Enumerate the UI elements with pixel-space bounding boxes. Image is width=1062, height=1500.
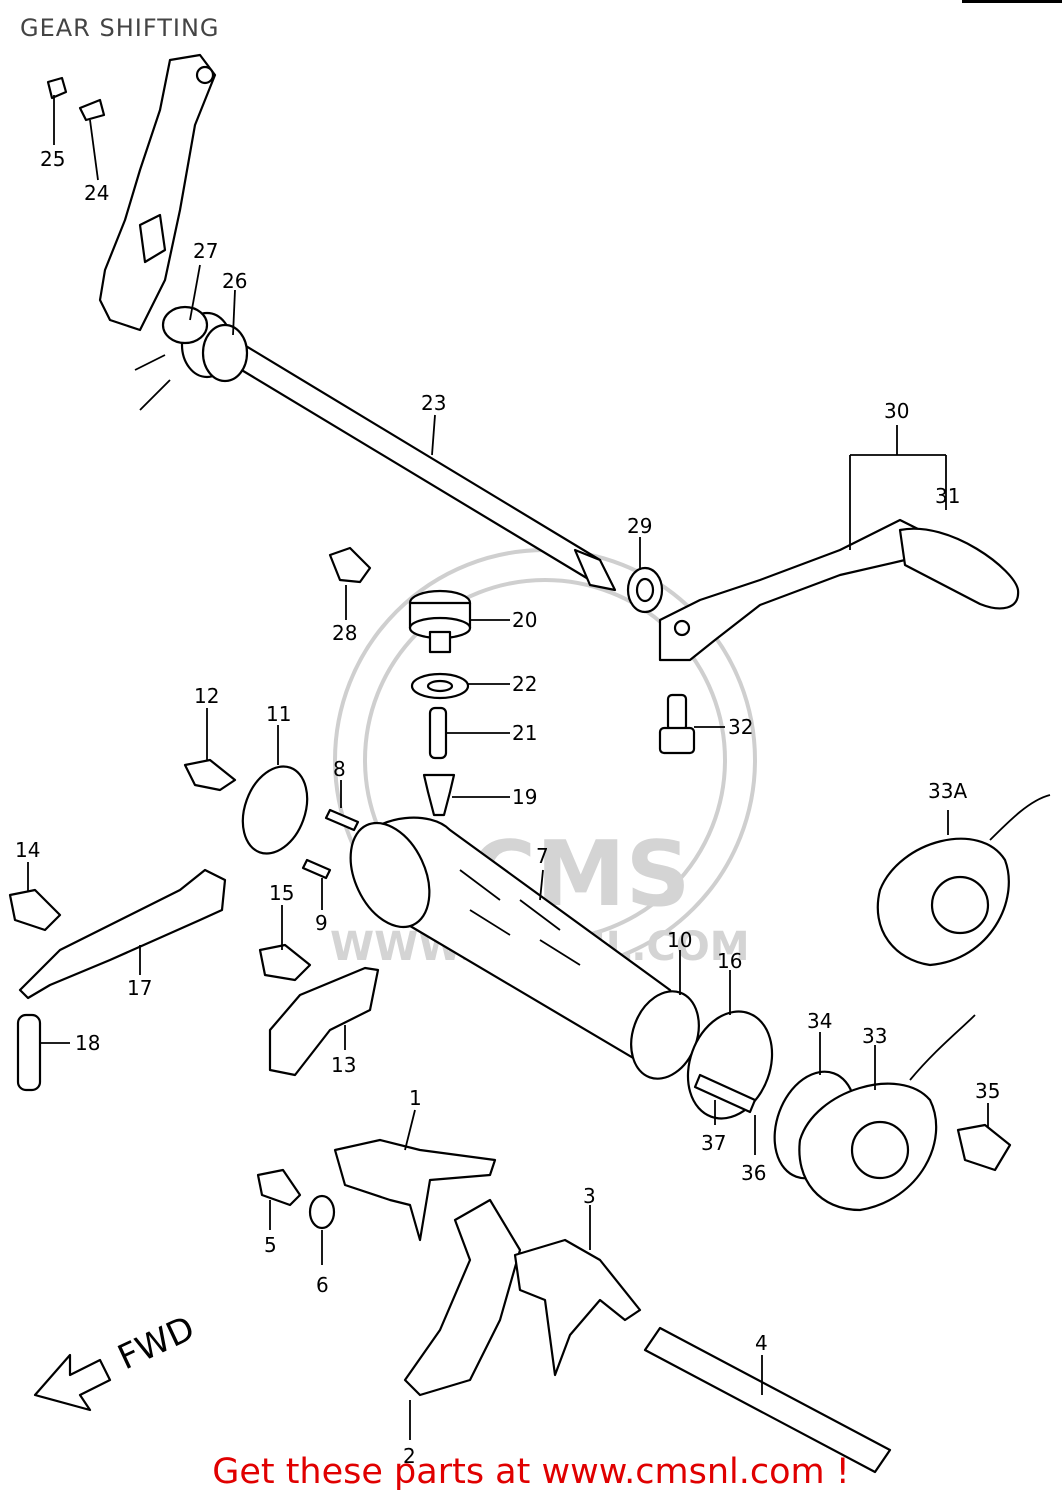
pin-19	[422, 773, 456, 817]
fwd-arrow: FWD	[33, 1308, 201, 1412]
bolt-5	[256, 1168, 302, 1207]
callout-34: 34	[807, 1009, 832, 1033]
callout-32: 32	[728, 715, 753, 739]
plug-20	[408, 589, 472, 654]
pin-9	[301, 858, 332, 880]
callout-4: 4	[755, 1331, 768, 1355]
washer-22-hole	[426, 679, 454, 693]
callout-23: 23	[421, 391, 446, 415]
fwd-label: FWD	[112, 1308, 201, 1378]
callout-8: 8	[333, 757, 346, 781]
gear-position-switch-33a	[876, 794, 1051, 967]
callout-28: 28	[332, 621, 357, 645]
shift-fork-3	[513, 1238, 642, 1377]
fork-shaft-4	[643, 1326, 892, 1474]
callout-12: 12	[194, 684, 219, 708]
shift-shaft	[180, 311, 617, 592]
bolt-32-head	[658, 726, 696, 755]
spring-21	[428, 706, 448, 760]
callout-24: 24	[84, 181, 109, 205]
callout-6: 6	[316, 1273, 329, 1297]
pin	[78, 98, 106, 122]
callout-18: 18	[75, 1031, 100, 1055]
screw-35	[956, 1123, 1012, 1172]
plate-13	[268, 966, 380, 1077]
shift-fork-2	[403, 1198, 522, 1397]
gearshift-cam	[349, 816, 675, 1064]
bolt-15	[258, 943, 312, 982]
pin-8	[324, 808, 360, 832]
callout-16: 16	[717, 949, 742, 973]
callout-37: 37	[701, 1131, 726, 1155]
callout-27: 27	[193, 239, 218, 263]
oil-seal-bore	[635, 577, 655, 603]
stopper-lever-17	[18, 868, 227, 1000]
spring-18	[16, 1013, 42, 1092]
callout-31: 31	[935, 484, 960, 508]
callout-19: 19	[512, 785, 537, 809]
callout-11: 11	[266, 702, 291, 726]
callout-2: 2	[403, 1444, 416, 1468]
gearshift-lever	[658, 518, 1020, 662]
bolt-14	[8, 888, 62, 932]
callout-33: 33	[862, 1024, 887, 1048]
page-title: GEAR SHIFTING	[20, 14, 220, 42]
corner-rule	[962, 0, 1062, 3]
callout-5: 5	[264, 1233, 277, 1257]
bolt-12	[183, 758, 237, 792]
callout-7: 7	[536, 844, 549, 868]
callout-30: 30	[884, 399, 909, 423]
callout-10: 10	[667, 928, 692, 952]
spring-end	[134, 354, 171, 411]
stopper-plate-11	[241, 765, 309, 855]
callout-3: 3	[583, 1184, 596, 1208]
callout-20: 20	[512, 608, 537, 632]
callout-15: 15	[269, 881, 294, 905]
callout-21: 21	[512, 721, 537, 745]
shift-arm	[98, 53, 217, 345]
callout-33a: 33A	[928, 779, 967, 803]
footer-link[interactable]: Get these parts at www.cmsnl.com !	[212, 1452, 850, 1492]
callout-13: 13	[331, 1053, 356, 1077]
callout-9: 9	[315, 911, 328, 935]
gear-position-switch-33	[798, 1014, 976, 1212]
bolt-32	[666, 693, 688, 732]
callout-26: 26	[222, 269, 247, 293]
washer-6	[308, 1194, 336, 1230]
leader-lines	[27, 95, 989, 1440]
callout-35: 35	[975, 1079, 1000, 1103]
callout-22: 22	[512, 672, 537, 696]
callout-36: 36	[741, 1161, 766, 1185]
neutral-pin-36	[693, 1073, 757, 1114]
callout-29: 29	[627, 514, 652, 538]
callout-25: 25	[40, 147, 65, 171]
bolt-28	[328, 546, 372, 584]
circlip	[46, 76, 68, 100]
callout-14: 14	[15, 838, 40, 862]
callout-17: 17	[127, 976, 152, 1000]
callout-1: 1	[409, 1086, 422, 1110]
